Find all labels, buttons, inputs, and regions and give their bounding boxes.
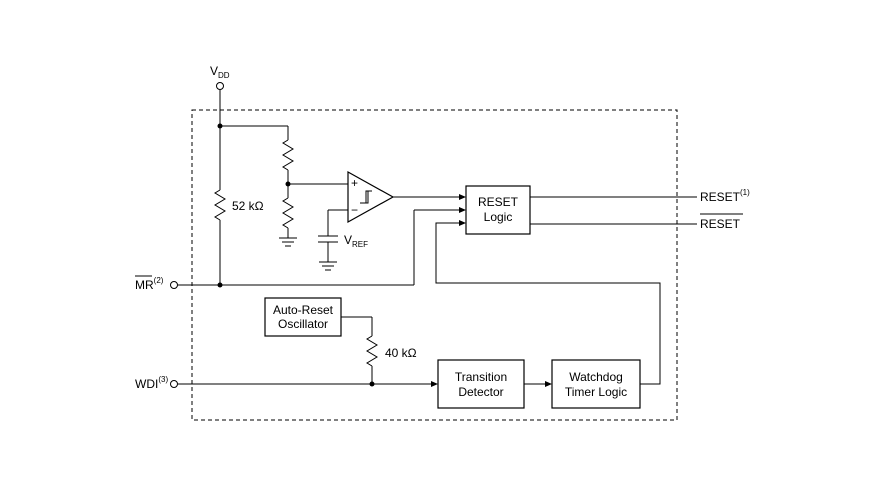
transition-detector-box <box>437 359 525 409</box>
watchdog-feedback-wire <box>435 222 661 385</box>
reset-bar-output-label: RESET <box>700 217 741 231</box>
divider-resistor-bottom <box>282 197 294 229</box>
divider-resistor-top <box>282 139 294 171</box>
comparator-minus: − <box>351 203 358 217</box>
watchdog-box <box>551 359 641 409</box>
wdi-node <box>369 381 375 387</box>
resistor-40k-label: 40 kΩ <box>385 346 417 360</box>
mr-label: MR(2) <box>135 276 164 292</box>
vref-label: VREF <box>344 233 368 249</box>
arrow-mr-to-logic <box>459 207 466 213</box>
oscillator-line1: Auto-Reset <box>273 303 334 317</box>
arrow-watchdog-to-logic <box>459 220 466 226</box>
reset-output-label: RESET(1) <box>700 188 750 204</box>
hysteresis-icon-inner <box>362 191 369 204</box>
resistor-52k-label: 52 kΩ <box>232 199 264 213</box>
reset-logic-line2: Logic <box>484 210 513 224</box>
mr-node <box>217 282 223 288</box>
transition-line2: Detector <box>458 385 503 399</box>
reset-logic-line1: RESET <box>478 195 519 209</box>
ground-symbol-vref <box>319 261 337 271</box>
watchdog-line2: Timer Logic <box>565 385 627 399</box>
resistor-40k <box>366 335 378 367</box>
oscillator-line2: Oscillator <box>278 317 328 331</box>
comparator <box>347 170 395 224</box>
device-boundary <box>191 109 678 421</box>
transition-line1: Transition <box>455 370 507 384</box>
reset-logic-box <box>465 185 531 235</box>
wdi-label: WDI(3) <box>135 375 168 391</box>
arrow-wdi-to-detector <box>431 381 438 387</box>
watchdog-line1: Watchdog <box>569 370 623 384</box>
arrow-detector-to-watchdog <box>545 381 552 387</box>
ground-symbol-divider <box>279 237 297 247</box>
arrow-comparator-to-logic <box>459 194 466 200</box>
mr-terminal <box>170 281 178 289</box>
vdd-terminal <box>216 82 224 90</box>
wdi-terminal <box>170 380 178 388</box>
resistor-52k <box>214 189 226 221</box>
comparator-plus: + <box>351 176 358 190</box>
oscillator-box <box>264 297 342 337</box>
vref-source <box>318 235 338 243</box>
vdd-label: VDD <box>210 64 230 80</box>
